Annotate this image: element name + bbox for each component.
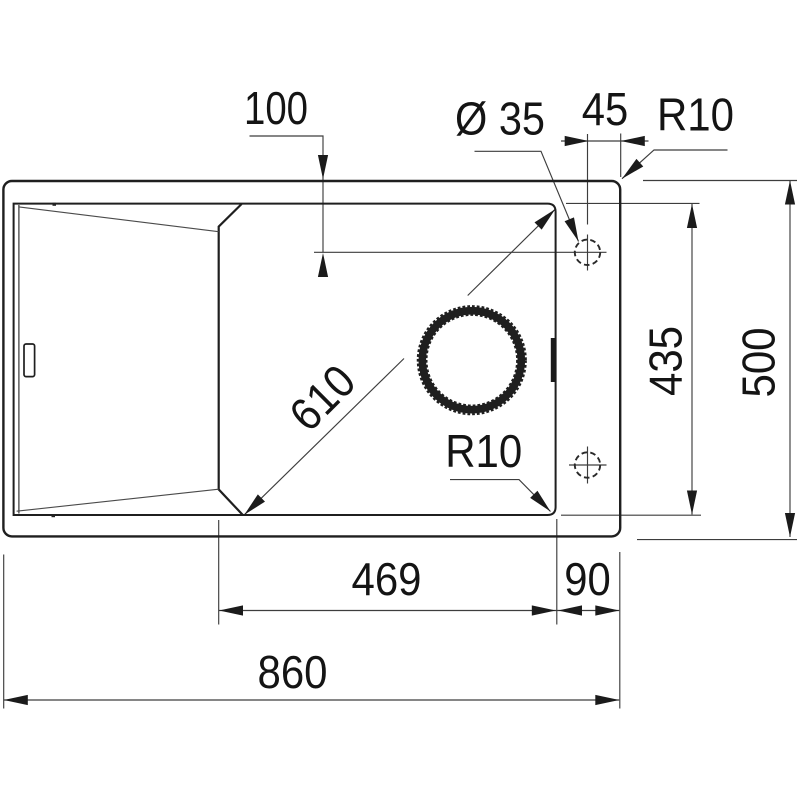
svg-text:469: 469 xyxy=(352,553,422,605)
svg-text:435: 435 xyxy=(640,326,692,396)
svg-text:R10: R10 xyxy=(657,89,734,141)
svg-text:860: 860 xyxy=(258,646,328,698)
svg-text:100: 100 xyxy=(244,82,308,134)
svg-text:45: 45 xyxy=(582,83,629,135)
svg-text:500: 500 xyxy=(733,328,785,398)
svg-text:Ø 35: Ø 35 xyxy=(455,93,545,145)
svg-text:R10: R10 xyxy=(445,425,522,477)
svg-text:90: 90 xyxy=(564,553,611,605)
